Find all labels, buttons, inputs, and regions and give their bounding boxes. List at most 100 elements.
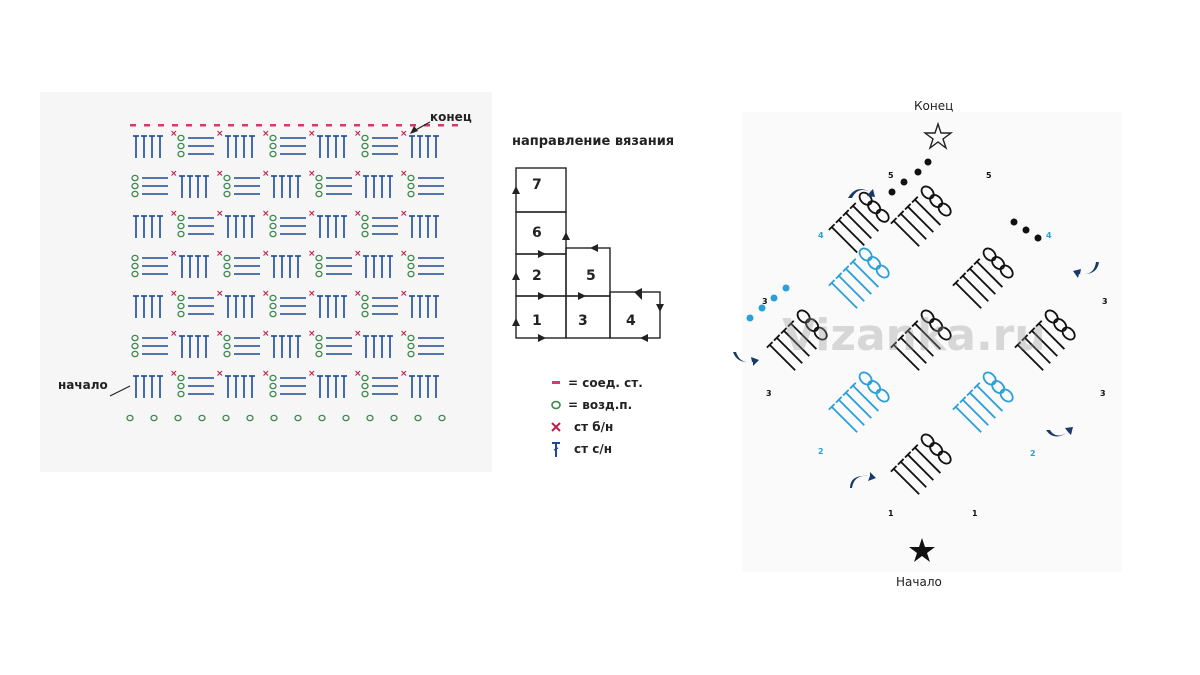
chain-mark xyxy=(177,134,185,142)
double-crochet-mark xyxy=(831,406,858,433)
chain-loop xyxy=(1061,326,1076,341)
double-crochet-mark xyxy=(962,275,989,302)
slip-stitch-mark xyxy=(340,124,346,127)
chain-mark xyxy=(198,414,206,422)
chain-mark xyxy=(361,134,369,142)
double-crochet-top xyxy=(973,382,981,390)
double-crochet-mark xyxy=(831,226,858,254)
chain-loop xyxy=(867,380,882,395)
double-crochet-top xyxy=(787,320,795,328)
double-crochet-top xyxy=(911,320,919,328)
double-crochet-mark xyxy=(790,322,818,350)
chain-mark xyxy=(269,150,277,158)
chain-loop xyxy=(929,318,944,333)
double-crochet-mark xyxy=(955,406,982,433)
double-crochet-top xyxy=(842,265,850,273)
double-crochet-mark xyxy=(1031,330,1058,357)
double-crochet-top xyxy=(828,223,836,231)
slip-stitch-dot xyxy=(746,314,754,322)
direction-block-3 xyxy=(565,295,611,339)
slip-stitch-mark xyxy=(144,124,150,127)
double-crochet-top xyxy=(897,210,905,218)
chain-mark xyxy=(131,342,139,350)
single-crochet-mark: × xyxy=(216,249,224,259)
right-end-label: Конец xyxy=(914,99,954,113)
double-crochet-mark xyxy=(900,337,927,364)
direction-number-2: 2 xyxy=(532,268,542,284)
chain-mark xyxy=(223,174,231,182)
chain-mark xyxy=(407,270,415,278)
direction-number-1: 1 xyxy=(532,313,542,329)
slip-stitch-mark xyxy=(214,124,220,127)
chain-mark xyxy=(318,414,326,422)
single-crochet-mark: × xyxy=(216,369,224,379)
double-crochet-top xyxy=(897,458,905,466)
single-crochet-mark: × xyxy=(170,249,178,259)
chain-mark xyxy=(246,414,254,422)
double-crochet-top xyxy=(835,216,843,224)
crochet-chart-grid: ××××××××××××××××××××××××××××××××××××××××… xyxy=(126,124,458,422)
chain-loop xyxy=(999,388,1014,403)
single-crochet-mark: × xyxy=(400,369,408,379)
double-crochet-top xyxy=(828,403,836,411)
chain-mark xyxy=(315,270,323,278)
legend-row-double-crochet: ст с/н xyxy=(548,440,612,458)
slip-stitch-dot xyxy=(1010,218,1018,226)
single-crochet-mark: × xyxy=(308,209,316,219)
double-crochet-top xyxy=(780,327,788,335)
chain-mark xyxy=(223,262,231,270)
double-crochet-mark xyxy=(769,344,796,371)
double-crochet-top xyxy=(1028,327,1036,335)
chain-loop xyxy=(991,380,1006,395)
chain-loop xyxy=(920,433,935,448)
single-crochet-mark: × xyxy=(170,329,178,339)
chain-loop xyxy=(982,247,997,262)
single-crochet-mark: × xyxy=(354,329,362,339)
chain-mark xyxy=(269,294,277,302)
double-crochet-top xyxy=(1021,334,1029,342)
chain-mark xyxy=(390,414,398,422)
chain-mark xyxy=(126,414,134,422)
slip-stitch-mark xyxy=(158,124,164,127)
stitch-block xyxy=(828,371,890,433)
double-crochet-top xyxy=(966,389,974,397)
double-crochet-top xyxy=(835,396,843,404)
slip-stitch-mark xyxy=(242,124,248,127)
double-crochet-top xyxy=(890,341,898,349)
diamond-chart xyxy=(746,158,1076,495)
single-crochet-mark: × xyxy=(216,329,224,339)
direction-title: направление вязания xyxy=(512,134,675,149)
double-crochet-mark xyxy=(1017,344,1044,371)
double-crochet-mark xyxy=(852,384,880,412)
double-crochet-mark xyxy=(976,260,1004,288)
chain-loop xyxy=(937,326,952,341)
single-crochet-mark: × xyxy=(170,169,178,179)
chain-mark xyxy=(414,414,422,422)
slip-stitch-icon xyxy=(548,374,568,392)
direction-number-7: 7 xyxy=(532,177,542,193)
double-crochet-top xyxy=(911,444,919,452)
single-crochet-mark: × xyxy=(354,129,362,139)
chain-loop xyxy=(920,309,935,324)
double-crochet-mark xyxy=(914,198,942,226)
double-crochet-mark xyxy=(845,268,872,295)
single-crochet-mark: × xyxy=(354,289,362,299)
double-crochet-top xyxy=(890,465,898,473)
chain-mark xyxy=(131,350,139,358)
double-crochet-top xyxy=(1035,320,1043,328)
chain-mark xyxy=(269,310,277,318)
single-crochet-mark: × xyxy=(308,289,316,299)
single-crochet-mark: × xyxy=(262,369,270,379)
single-crochet-mark: × xyxy=(262,129,270,139)
chain-loop xyxy=(937,450,952,465)
single-crochet-mark: × xyxy=(216,169,224,179)
stitch-block xyxy=(890,433,952,495)
chain-mark xyxy=(315,334,323,342)
chain-loop xyxy=(796,309,811,324)
double-crochet-mark xyxy=(914,446,942,474)
double-crochet-mark xyxy=(893,220,920,247)
single-crochet-mark: × xyxy=(308,129,316,139)
chain-loop xyxy=(1044,309,1059,324)
chain-loop xyxy=(999,264,1014,279)
single-crochet-mark: × xyxy=(400,209,408,219)
